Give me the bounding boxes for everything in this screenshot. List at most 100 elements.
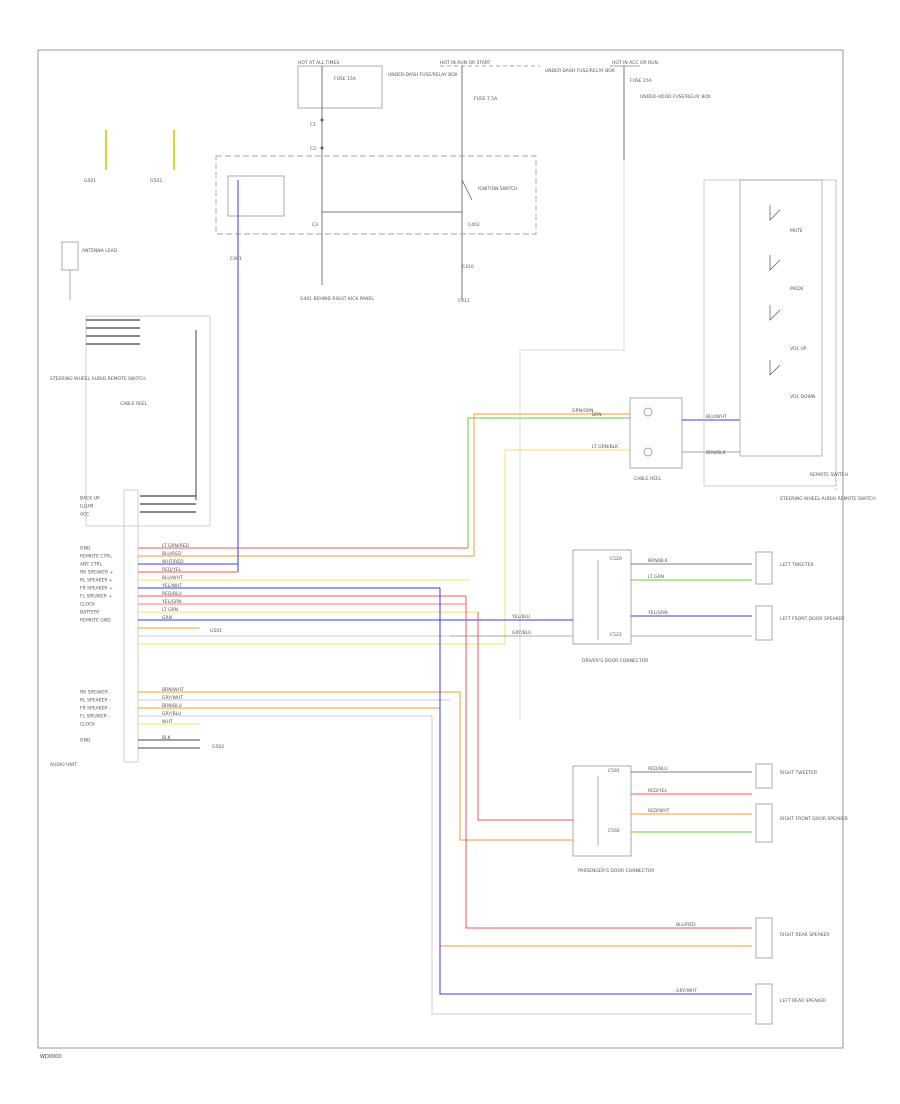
steering-wheel-label-2: STEERING WHEEL AUDIO REMOTE SWITCH	[780, 496, 876, 502]
wire-code-label: BRN/WHT	[162, 687, 184, 693]
reel-wire-label: BRN	[592, 412, 602, 418]
audio-pin-label: BATTERY	[80, 610, 100, 616]
speaker-wire-label: YEL/BLU	[511, 614, 530, 620]
right-rear-speaker-block	[755, 917, 773, 959]
wire-code-label: LT GRN	[162, 607, 178, 613]
driver-connector-label: DRIVER'S DOOR CONNECTOR	[582, 658, 648, 664]
underdash-box-left-label: UNDER-DASH FUSE/RELAY BOX	[545, 68, 615, 74]
diagram-frame	[37, 49, 844, 1049]
underhood-box-label: UNDER-HOOD FUSE/RELAY BOX	[640, 94, 711, 100]
rear-left-wire-gray	[431, 716, 752, 1015]
connector-code-label: C3	[312, 222, 318, 228]
fuse-a-label: FUSE 15A	[334, 76, 357, 82]
cable-reel-icon-2	[643, 447, 653, 457]
hot-run-start-label: HOT IN RUN OR START	[440, 60, 491, 66]
wire-yellow-reel	[504, 449, 630, 644]
left-tweeter-label: LEFT TWEETER	[780, 562, 814, 568]
right-tweeter-label: RIGHT TWEETER	[780, 770, 817, 776]
audio-pin-label: RL SPEAKER -	[80, 698, 111, 704]
connector-code-label: C592	[608, 828, 620, 834]
speaker-wire-label: YEL/GRN	[647, 610, 668, 616]
splice-a	[320, 118, 324, 122]
connector-code-label: C1	[310, 122, 316, 128]
remote-switch-icon-2	[769, 255, 781, 271]
speaker-wire-label: RED/WHT	[648, 808, 670, 814]
speaker-wire-label: RED/YEL	[648, 788, 668, 794]
speaker-wire-label: BRN/BLK	[648, 558, 669, 564]
reel-wire-label: BRN/BLK	[706, 450, 727, 456]
wire-code-label: RED/YEL	[162, 567, 182, 573]
audio-pin-label: REMOTE CTRL	[80, 554, 112, 560]
left-rear-speaker-label: LEFT REAR SPEAKER	[780, 998, 826, 1004]
remote-switch-box	[739, 179, 823, 457]
antenna-lead-block	[61, 241, 79, 271]
mode-label: MODE	[790, 286, 804, 292]
splice-label-1: G501	[210, 628, 222, 634]
left-tweeter-block	[755, 551, 773, 585]
right-tweeter-block	[755, 763, 773, 789]
speaker-wire-label: LT GRN	[648, 574, 664, 580]
audio-pin-label: RR SPEAKER +	[80, 570, 114, 576]
remote-switch-icon-4	[769, 360, 781, 376]
right-front-speaker-block	[755, 803, 773, 843]
wire-green-reel	[467, 417, 630, 548]
left-rear-speaker-block	[755, 983, 773, 1025]
sheet-code: WD0000	[40, 1054, 62, 1060]
left-front-speaker-block	[755, 605, 773, 641]
wire-code-label: GRY/BLU	[162, 711, 181, 717]
wire-code-label: GRY/WHT	[162, 695, 183, 701]
ground-g2-label: G501	[84, 178, 96, 184]
wire-code-label: BLU/WHT	[162, 575, 183, 581]
reel-wire-label: BLU/WHT	[706, 414, 727, 420]
left-front-speaker-label: LEFT FRONT DOOR SPEAKER	[780, 616, 844, 622]
audio-pin-label: BACK UP	[80, 496, 100, 502]
audio-pin-label: RR SPEAKER -	[80, 690, 112, 696]
connector-code-label: C401	[230, 256, 242, 262]
rear-right-wire-red	[465, 596, 752, 929]
remote-switch-label: REMOTE SWITCH	[810, 472, 848, 478]
audio-pin-label: CLOCK	[80, 722, 96, 728]
steering-wheel-label: STEERING WHEEL AUDIO REMOTE SWITCH	[50, 376, 146, 382]
vol-down-label: VOL DOWN	[790, 394, 815, 400]
right-front-speaker-label: RIGHT FRONT DOOR SPEAKER	[780, 816, 848, 822]
connector-code-label: C521	[610, 632, 622, 638]
fuse-block-a	[297, 65, 383, 109]
wire-code-label: GRN	[162, 615, 172, 621]
rear-right-wire-orange	[439, 708, 752, 947]
speaker-wire-label: GRY/BLU	[512, 630, 531, 636]
hot-acc-run-label: HOT IN ACC OR RUN	[612, 60, 658, 66]
wire-code-label: BLK	[162, 735, 172, 741]
reel-wire-label: GRN/ORN	[572, 408, 594, 414]
ignition-switch-label: IGNITION SWITCH	[478, 186, 518, 192]
wire-code-label: WHT	[162, 719, 173, 725]
cable-reel-inner-label: CABLE REEL	[120, 401, 148, 407]
splice-label-2: G502	[212, 744, 224, 750]
hot-at-all-times-label: HOT AT ALL TIMES	[298, 60, 339, 66]
dash-box-middle	[215, 155, 537, 235]
connector-code-label: C520	[610, 556, 622, 562]
wire-gray-long	[519, 160, 625, 720]
connector-code-label: C402	[468, 222, 480, 228]
audio-pin-label: FL SPEAKER +	[80, 594, 112, 600]
remote-switch-icon-1	[769, 205, 781, 221]
fuse-c-label: FUSE 15A	[630, 78, 653, 84]
audio-pin-label: REMOTE GND	[80, 618, 111, 624]
wire-code-label: YEL/GRN	[161, 599, 182, 605]
fuse-b-label: FUSE 7.5A	[474, 96, 498, 102]
relay-switch	[461, 179, 473, 201]
remote-switch-box-outer	[703, 179, 837, 487]
cable-reel-label: CABLE REEL	[634, 476, 662, 482]
reel-wire-label: LT GRN/BLK	[592, 444, 619, 450]
connector-code-label: C411	[458, 298, 470, 304]
cable-reel-icon	[643, 407, 653, 417]
connector-code-label: C2	[310, 146, 316, 152]
pass-input-red	[477, 612, 573, 821]
passenger-connector-box	[572, 765, 632, 857]
audio-pin-label: CLOCK	[80, 602, 96, 608]
passenger-connector-label: PASSENGER'S DOOR CONNECTOR	[578, 868, 654, 874]
audio-pin-label: ACC	[80, 512, 89, 518]
audio-pin-label: GND	[80, 738, 91, 744]
audio-pin-label: RL SPEAKER +	[80, 578, 113, 584]
